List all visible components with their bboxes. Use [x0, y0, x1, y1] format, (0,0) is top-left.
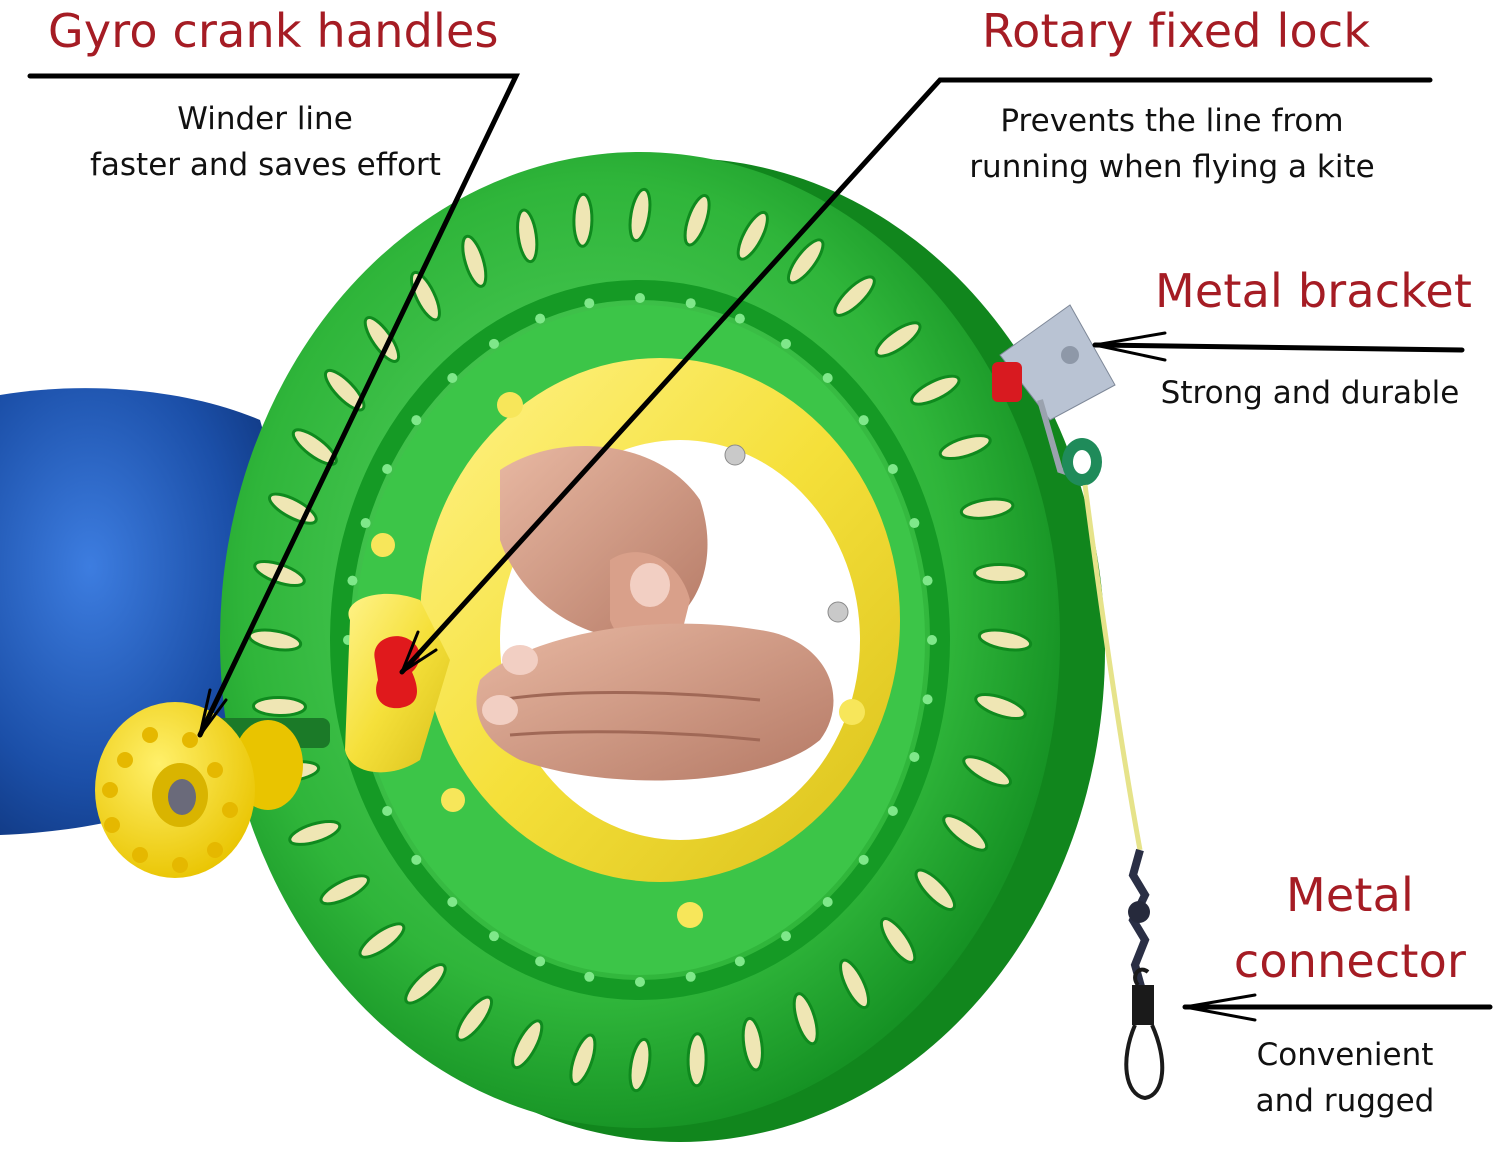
- hand: [476, 446, 834, 781]
- title-line: Metal: [1286, 868, 1414, 922]
- reel-inner-dot: [489, 338, 499, 349]
- reel-slot: [251, 695, 307, 717]
- reel-inner-ring: [330, 280, 950, 1000]
- reel-inner-dot: [584, 298, 595, 309]
- reel-slot: [291, 428, 338, 466]
- reel-slots: [247, 187, 1033, 1093]
- reel-inner-dot: [781, 338, 791, 349]
- reel-inner-dot: [927, 635, 937, 645]
- reel-inner-dot: [781, 931, 791, 942]
- desc-line: Prevents the line from: [1000, 103, 1344, 139]
- reel-inner-dot: [447, 896, 458, 907]
- reel-inner-dot: [858, 415, 869, 426]
- reel-slot: [910, 374, 961, 406]
- kite-line: [1082, 484, 1143, 851]
- reel-inner-dot: [635, 977, 645, 987]
- reel-inner-dot: [382, 464, 393, 474]
- reel-inner-dot: [382, 806, 393, 816]
- reel-inner-dot: [734, 956, 745, 967]
- title-line: connector: [1233, 934, 1467, 988]
- reel-slot: [786, 238, 825, 285]
- reel-slot: [358, 922, 406, 959]
- reel-slot: [977, 628, 1033, 652]
- reel-slot: [962, 755, 1012, 788]
- reel-inner-dot: [822, 896, 833, 907]
- callout-desc-metal-connector: Convenient and rugged: [1240, 1032, 1450, 1124]
- reel-inner-dot: [909, 518, 920, 529]
- desc-line: and rugged: [1255, 1083, 1435, 1119]
- reel-inner-dot: [584, 971, 595, 982]
- callout-title-metal-bracket: Metal bracket: [1155, 264, 1473, 318]
- reel-slot: [324, 368, 366, 412]
- reel-slot: [628, 187, 652, 243]
- desc-line: Convenient: [1256, 1037, 1434, 1073]
- reel-slot: [511, 1019, 544, 1070]
- desc-line: faster and saves effort: [90, 147, 441, 183]
- reel-slot: [973, 563, 1029, 585]
- reel-inner-dot: [685, 971, 696, 982]
- reel-inner-dot: [922, 575, 933, 586]
- metal-bracket-part: [992, 304, 1116, 486]
- reel-slot: [404, 963, 447, 1005]
- reel-inner-dot: [535, 313, 546, 324]
- handle-rivets: [371, 392, 865, 928]
- leader-gyro-crank: [27, 73, 520, 738]
- reel-slot: [736, 210, 769, 261]
- leader-lines: [27, 73, 1493, 1022]
- reel-inner-dot: [635, 293, 645, 303]
- reel-inner-dot: [734, 313, 745, 324]
- reel-inner-dot: [347, 575, 358, 586]
- reel-slot: [914, 868, 956, 912]
- leader-metal-bracket: [1092, 342, 1465, 353]
- reel-slot: [516, 208, 539, 264]
- reel-inner-dot: [858, 854, 869, 865]
- reel-inner-dot: [360, 518, 371, 529]
- desc-line: running when flying a kite: [969, 149, 1375, 185]
- callout-desc-gyro-crank-handles: Winder line faster and saves effort: [90, 96, 441, 188]
- reel-inner-dot: [685, 298, 696, 309]
- reel-slot: [942, 814, 989, 852]
- reel-slot: [455, 995, 494, 1042]
- reel-inner-dot: [535, 956, 546, 967]
- snap-swivel: [1124, 848, 1165, 1101]
- callout-title-rotary-fixed-lock: Rotary fixed lock: [982, 4, 1371, 58]
- desc-line: Strong and durable: [1160, 375, 1460, 411]
- reel-slot: [833, 275, 876, 317]
- reel-inner-dot: [887, 464, 898, 474]
- reel-inner-dot: [887, 806, 898, 816]
- callout-title-gyro-crank-handles: Gyro crank handles: [48, 4, 499, 58]
- reel-slot: [879, 917, 917, 964]
- reel-inner-dot: [411, 415, 422, 426]
- reel-inner-dot: [411, 854, 422, 865]
- reel-inner-dot: [822, 373, 833, 384]
- crank-knob: [95, 702, 330, 878]
- reel-inner-dot: [489, 931, 499, 942]
- reel-inner-dot: [447, 373, 458, 384]
- reel-slot: [792, 992, 819, 1046]
- callout-desc-rotary-fixed-lock: Prevents the line from running when flyi…: [962, 98, 1382, 190]
- reel-slot: [839, 958, 871, 1010]
- reel-slot: [288, 819, 342, 846]
- reel-slot: [363, 316, 401, 363]
- reel-inner-dot: [909, 751, 920, 762]
- reel-slot: [569, 1033, 597, 1087]
- callout-title-metal-connector: Metal connector: [1230, 862, 1470, 994]
- reel-slot: [628, 1037, 652, 1093]
- reel-slot: [874, 321, 922, 358]
- callout-desc-metal-bracket: Strong and durable: [1155, 370, 1465, 416]
- reel-slot: [572, 192, 594, 248]
- reel-slot: [938, 434, 992, 461]
- desc-line: Winder line: [177, 101, 353, 137]
- reel-slot: [461, 234, 488, 288]
- reel-slot: [686, 1032, 708, 1088]
- reel-slot: [319, 874, 370, 906]
- reel-slot: [959, 497, 1015, 520]
- reel-slot: [683, 193, 711, 247]
- reel-slot: [974, 692, 1027, 720]
- reel-inner-dot: [922, 694, 933, 705]
- reel-slot: [741, 1016, 764, 1072]
- leader-rotary-lock: [399, 77, 1433, 675]
